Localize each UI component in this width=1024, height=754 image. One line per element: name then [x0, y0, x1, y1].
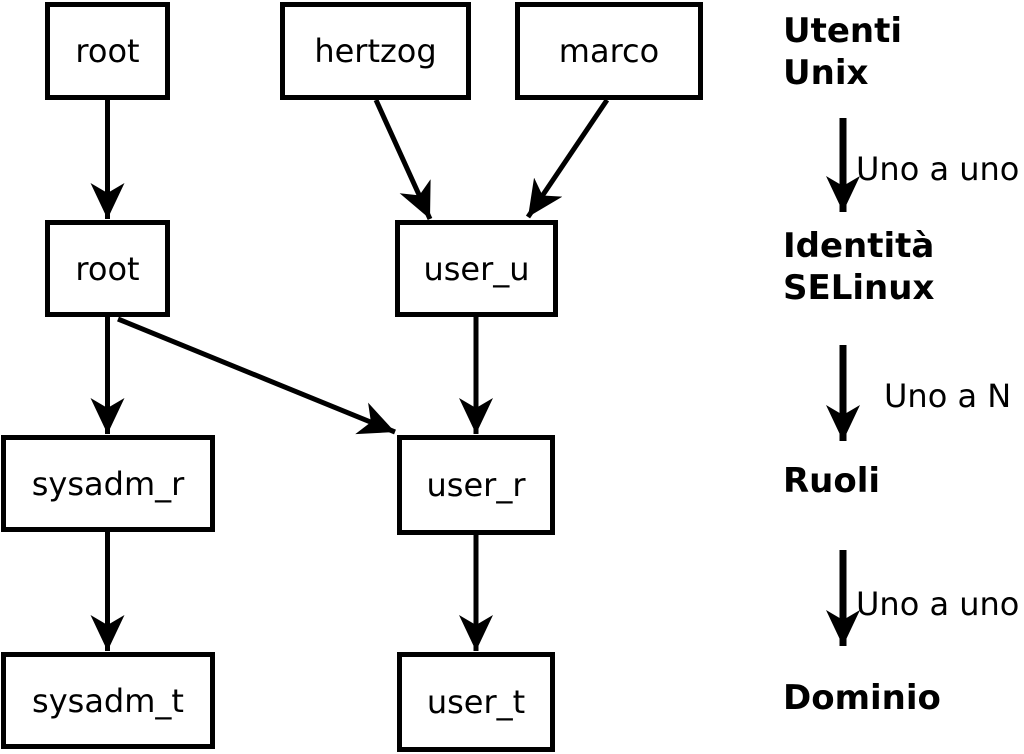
- legend-level-dominio: Dominio: [783, 678, 941, 718]
- edge-selinux-root-to-role-user-r: [117, 316, 396, 435]
- node-label: marco: [558, 32, 660, 70]
- node-selinux-user-u: user_u: [395, 220, 558, 317]
- node-unix-root: root: [45, 2, 170, 100]
- node-label: sysadm_t: [32, 681, 184, 720]
- node-domain-sysadm-t: sysadm_t: [1, 652, 215, 749]
- edge-unix-hertzog-to-selinux-user-u: [373, 98, 433, 221]
- node-label: user_u: [423, 249, 530, 288]
- node-label: hertzog: [314, 32, 437, 70]
- node-role-user-r: user_r: [397, 435, 555, 535]
- node-unix-marco: marco: [515, 2, 703, 100]
- legend-level-ruoli: Ruoli: [783, 461, 881, 501]
- legend-level-utenti-unix: Utenti Unix: [783, 11, 903, 93]
- legend-relation-uno-a-uno-1: Uno a uno: [856, 150, 1020, 188]
- node-label: root: [75, 249, 140, 288]
- node-domain-user-t: user_t: [397, 652, 555, 752]
- node-selinux-root: root: [45, 220, 170, 317]
- legend-level-identita-selinux: Identità SELinux: [783, 226, 935, 308]
- node-unix-hertzog: hertzog: [280, 2, 471, 100]
- node-label: user_t: [426, 683, 526, 721]
- legend-relation-uno-a-n: Uno a N: [884, 377, 1012, 415]
- edge-unix-marco-to-selinux-user-u: [525, 98, 610, 219]
- node-role-sysadm-r: sysadm_r: [1, 435, 215, 532]
- node-label: root: [75, 32, 140, 70]
- node-label: user_r: [426, 466, 526, 504]
- legend-relation-uno-a-uno-2: Uno a uno: [856, 585, 1020, 623]
- node-label: sysadm_r: [31, 464, 185, 503]
